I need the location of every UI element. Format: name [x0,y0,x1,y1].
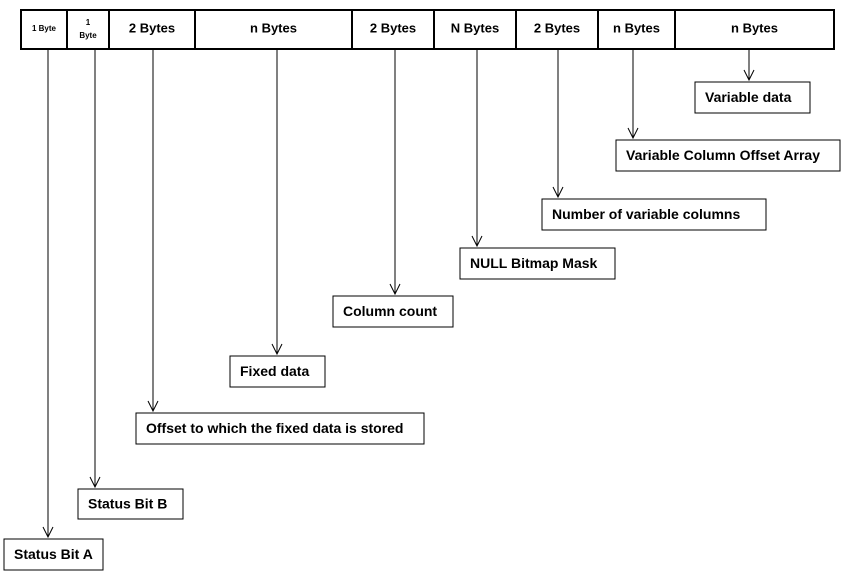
pointer-arrows [42,49,755,539]
arrowhead-icon [627,127,639,140]
field-size-label: 2 Bytes [370,20,416,35]
record-field-cell [674,9,835,50]
field-size-label: 2 Bytes [534,20,580,35]
record-field-cell [108,9,196,50]
arrowhead-icon [271,343,283,356]
field-size-label: 1 Byte [32,24,57,33]
field-size-label: 2 Bytes [129,20,175,35]
field-label-box [459,247,616,280]
field-size-label: n Bytes [250,20,297,35]
field-size-label: Byte [79,31,97,40]
arrowhead-icon [389,283,401,296]
record-field-cell [597,9,676,50]
field-label-box [135,412,425,445]
record-field-cell [515,9,599,50]
field-size-label: 1 [86,18,91,27]
field-label-text: NULL Bitmap Mask [470,255,598,271]
field-label-box [615,139,841,172]
field-label-box [332,295,454,328]
field-label-text: Variable data [705,89,792,105]
field-label-text: Offset to which the fixed data is stored [146,420,403,436]
field-size-label: n Bytes [731,20,778,35]
field-size-label: N Bytes [451,20,499,35]
record-field-cell [194,9,353,50]
record-field-cell [433,9,517,50]
field-label-text: Number of variable columns [552,206,740,222]
field-label-text: Variable Column Offset Array [626,147,820,163]
arrowhead-icon [42,526,54,539]
field-labels: Status Bit A Status Bit B Offset to which … [3,81,841,571]
field-label-text: Status Bit A [14,546,93,562]
record-field-cell [66,9,110,50]
field-label-box [541,198,767,231]
field-label-box [694,81,811,114]
arrowhead-icon [89,476,101,489]
field-label-text: Column count [343,303,437,319]
arrowhead-icon [147,400,159,413]
field-label-box [3,538,104,571]
field-label-box [229,355,326,388]
field-label-text: Status Bit B [88,496,167,512]
arrowhead-icon [743,69,755,82]
field-label-text: Fixed data [240,363,309,379]
field-label-box [77,488,184,520]
arrowhead-icon [471,235,483,248]
arrowhead-icon [552,186,564,199]
field-size-label: n Bytes [613,20,660,35]
record-field-cell [20,9,68,50]
